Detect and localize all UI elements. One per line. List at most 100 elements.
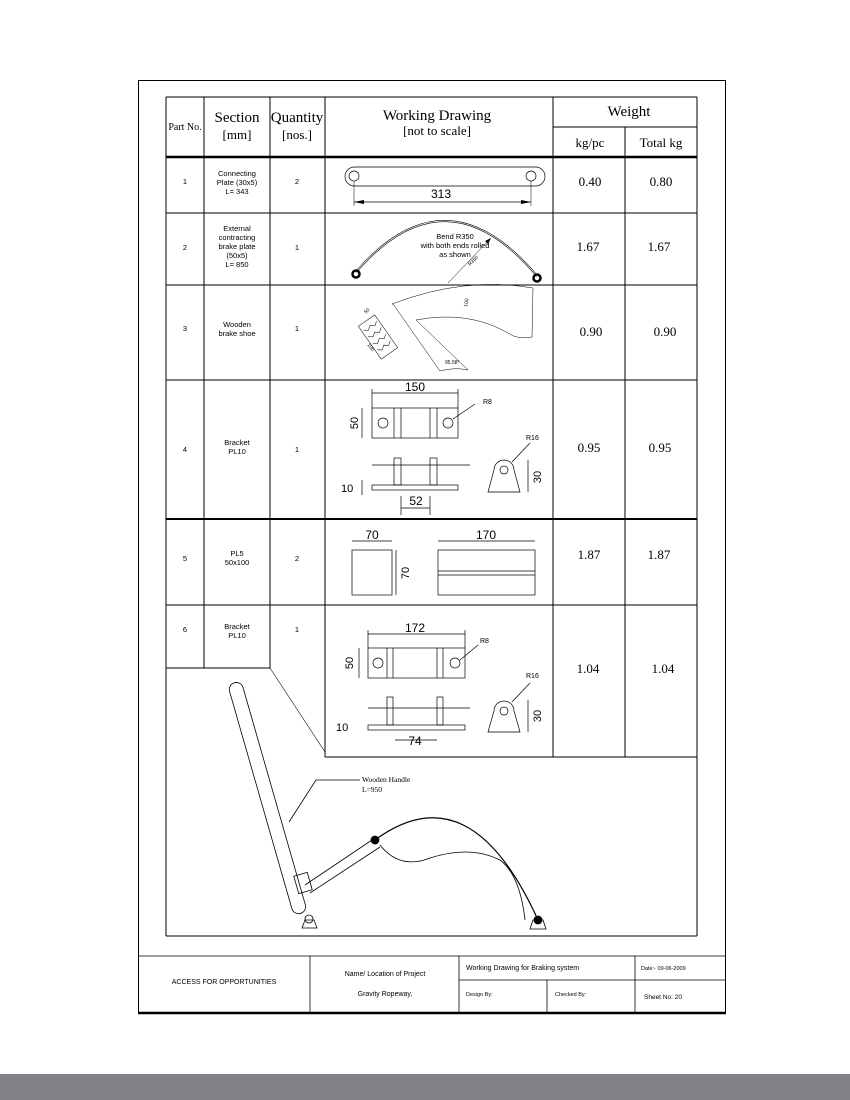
section-line: L= 850 (225, 260, 248, 269)
header-total-kg: Total kg (640, 135, 683, 150)
section-line: brake plate (218, 242, 255, 251)
weight-total: 0.90 (654, 324, 677, 339)
quantity: 2 (295, 554, 299, 563)
section-line: PL5 (230, 549, 243, 558)
dim-length: 170 (476, 528, 496, 542)
note-line: Bend R350 (436, 232, 474, 241)
date: Date:- 09-06-2009 (641, 966, 686, 972)
drawing-title: Working Drawing for Braking system (466, 965, 579, 972)
header-weight: Weight (608, 104, 652, 120)
weight-total: 0.95 (649, 440, 672, 455)
handle-length: L=950 (362, 785, 382, 794)
dim-lug-radius: R16 (526, 435, 539, 442)
sheet-number: Sheet No: 20 (644, 994, 682, 1001)
drawing-assembly: Wooden Handle L=950 (228, 682, 547, 930)
section-line: Connecting (218, 169, 256, 178)
dim-height: 100 (365, 342, 375, 352)
part-no: 4 (183, 445, 187, 454)
drawing-connecting-plate: 313 (344, 166, 546, 206)
dim-width: 50 (363, 307, 371, 315)
drawing-brake-shoe: 50 100 100 95.58° (357, 284, 534, 372)
project-name: Gravity Ropeway, (358, 991, 413, 998)
quantity: 2 (295, 177, 299, 186)
drawing-bracket-pl10-b: 172 50 R8 R16 30 10 74 (336, 621, 544, 748)
sheet-border (138, 80, 726, 1013)
dim-side-vertical: 70 (400, 567, 412, 579)
drawing-brake-plate: Bend R350 with both ends rolled as shown… (351, 220, 542, 284)
viewer-bottom-bar (0, 1074, 850, 1100)
drawing-bracket-pl10-a: 150 50 R8 R16 30 10 52 (341, 380, 544, 515)
dim-hole-radius: R8 (483, 399, 492, 406)
dim-lug-radius: R16 (526, 673, 539, 680)
section-line: Plate (30x5) (217, 178, 258, 187)
section-line: brake shoe (218, 329, 255, 338)
part-no: 5 (183, 554, 187, 563)
table-row: 1 Connecting Plate (30x5) L= 343 2 0.40 … (183, 169, 672, 196)
dim-width: 150 (405, 380, 425, 394)
table-row: 3 Wooden brake shoe 1 0.90 0.90 (183, 320, 676, 339)
section-line: Wooden (223, 320, 251, 329)
dim-width: 172 (405, 621, 425, 635)
header-part-no: Part No. (168, 122, 201, 133)
weight-total: 1.04 (652, 661, 675, 676)
header-working-drawing: Working Drawing (383, 108, 492, 124)
header-not-to-scale: [not to scale] (403, 123, 471, 138)
weight-total: 1.87 (648, 547, 671, 562)
dim-height: 50 (349, 417, 361, 429)
table-header: Part No. Section [mm] Quantity [nos.] Wo… (168, 104, 683, 150)
header-quantity: Quantity (271, 110, 324, 126)
dim-lug-height: 30 (532, 710, 544, 722)
dim-lug-height: 30 (532, 471, 544, 483)
weight-kg-pc: 1.04 (577, 661, 600, 676)
organization: ACCESS FOR OPPORTUNITIES (172, 979, 277, 986)
table-row: 6 Bracket PL10 1 1.04 1.04 (183, 622, 675, 676)
weight-total: 0.80 (650, 174, 673, 189)
section-line: (50x5) (226, 251, 248, 260)
note-line: with both ends rolled (420, 241, 490, 250)
table-row: 2 External contracting brake plate (50x5… (183, 224, 671, 269)
handle-label: Wooden Handle (362, 775, 411, 784)
weight-kg-pc: 0.95 (578, 440, 601, 455)
dim-plate-thickness: 10 (341, 483, 353, 495)
weight-kg-pc: 1.87 (578, 547, 601, 562)
dim-thickness: 100 (463, 298, 470, 307)
header-quantity-unit: [nos.] (282, 127, 312, 142)
header-section-unit: [mm] (223, 127, 252, 142)
section-line: L= 343 (225, 187, 248, 196)
table-rows: 1 Connecting Plate (30x5) L= 343 2 0.40 … (183, 169, 676, 676)
header-section: Section (215, 110, 260, 126)
section-line: External (223, 224, 251, 233)
dim-height: 50 (344, 657, 356, 669)
section-line: 50x100 (225, 558, 250, 567)
project-label: Name/ Location of Project (345, 971, 426, 978)
quantity: 1 (295, 445, 299, 454)
design-by: Design By: (466, 992, 493, 998)
weight-kg-pc: 1.67 (577, 239, 600, 254)
dim-angle: 95.58° (445, 360, 460, 366)
part-no: 6 (183, 625, 187, 634)
note-line: as shown (439, 250, 471, 259)
part-no: 1 (183, 177, 187, 186)
dim-length: 313 (431, 187, 451, 201)
dim-spacing: 74 (408, 734, 422, 748)
title-block: ACCESS FOR OPPORTUNITIES Name/ Location … (138, 955, 725, 1013)
section-line: contracting (219, 233, 256, 242)
dim-side: 70 (365, 528, 379, 542)
checked-by: Checked By: (555, 992, 587, 998)
dim-plate-thickness: 10 (336, 722, 348, 734)
quantity: 1 (295, 243, 299, 252)
section-line: Bracket (224, 622, 250, 631)
header-kg-pc: kg/pc (576, 135, 605, 150)
dim-hole-radius: R8 (480, 638, 489, 645)
section-line: PL10 (228, 447, 246, 456)
section-line: PL10 (228, 631, 246, 640)
weight-kg-pc: 0.90 (580, 324, 603, 339)
section-line: Bracket (224, 438, 250, 447)
part-no: 2 (183, 243, 187, 252)
table-row: 4 Bracket PL10 1 0.95 0.95 (183, 438, 671, 456)
dim-spacing: 52 (409, 494, 423, 508)
drawing-pl5-plate: 70 70 170 (351, 528, 536, 596)
parts-table (165, 96, 698, 937)
quantity: 1 (295, 324, 299, 333)
